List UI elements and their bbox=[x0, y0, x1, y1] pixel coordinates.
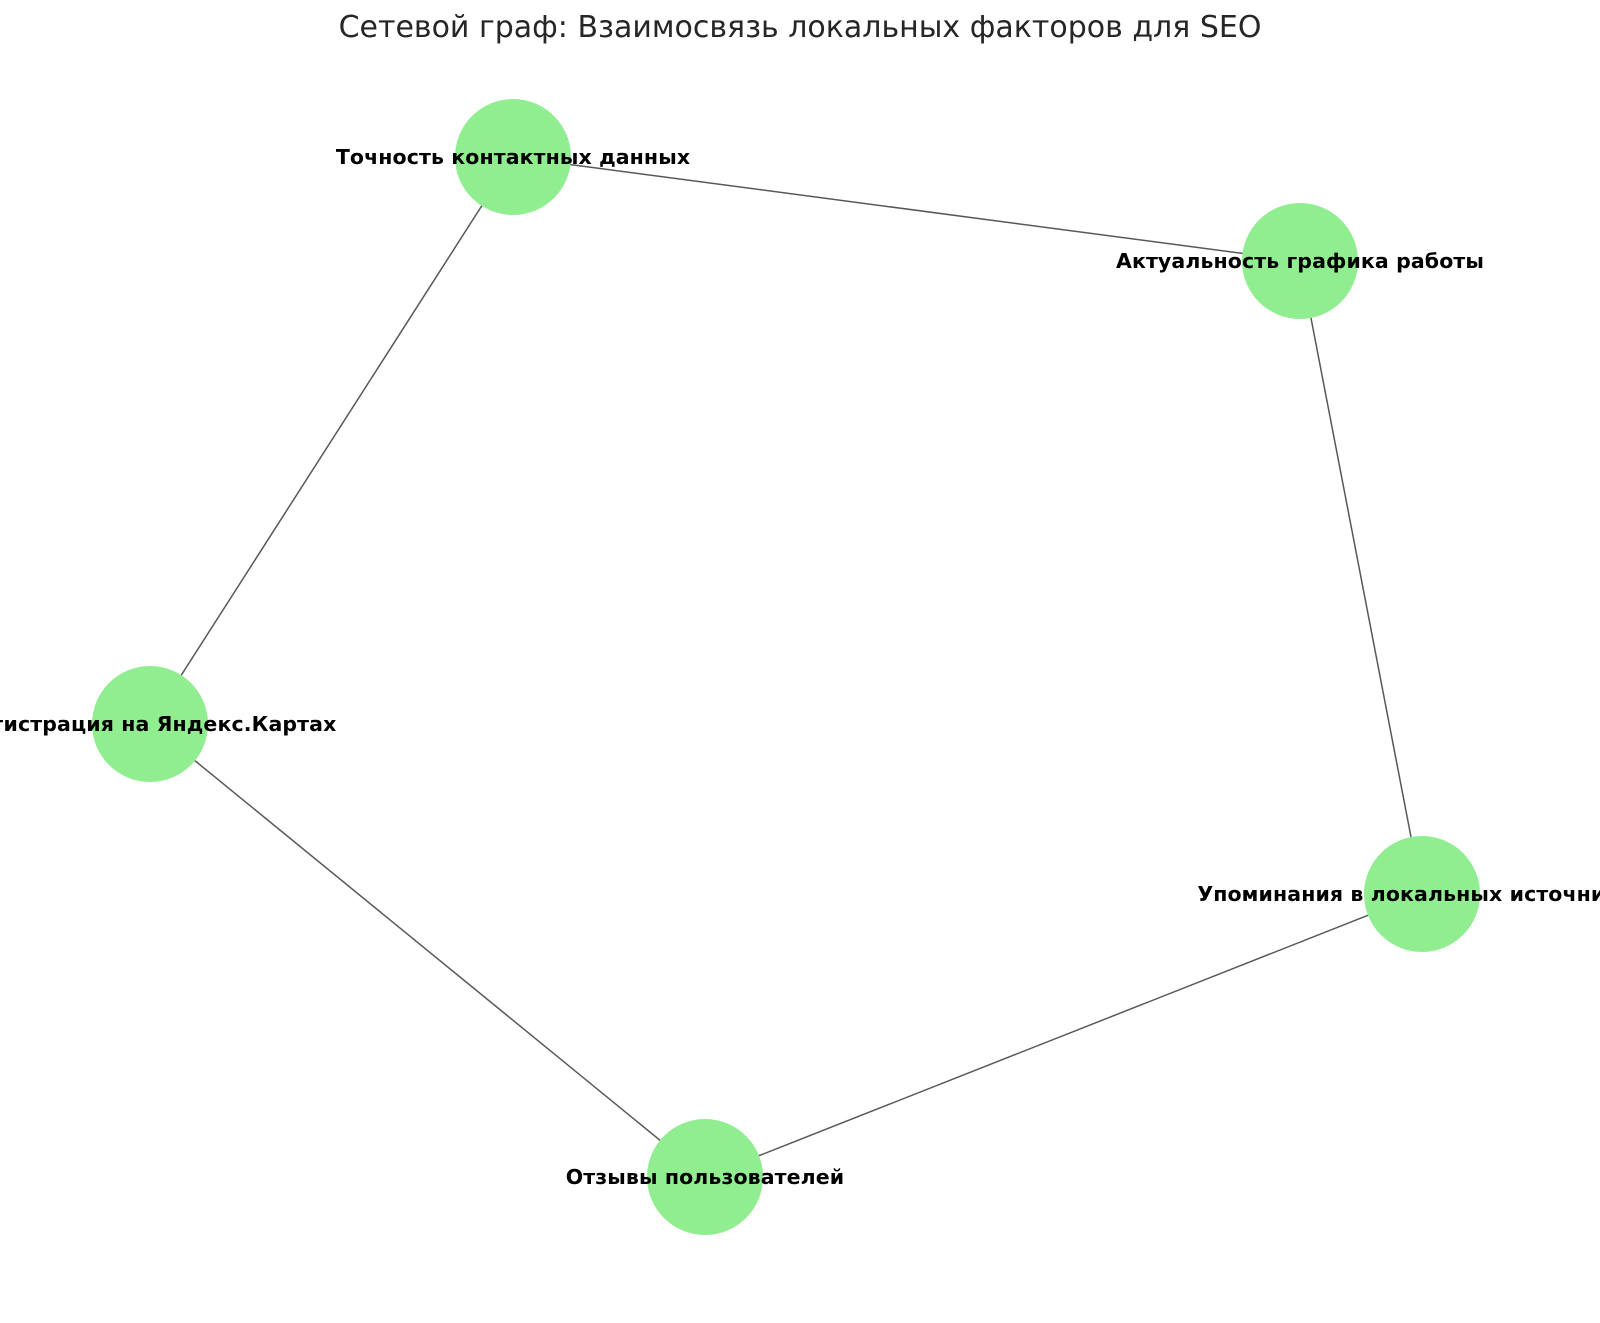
graph-node-contacts[interactable] bbox=[455, 99, 571, 215]
graph-node-label-schedule: Актуальность графика работы bbox=[1115, 249, 1485, 273]
graph-node-label-mentions: Упоминания в локальных источниках bbox=[1197, 882, 1600, 906]
graph-edge bbox=[1299, 260, 1423, 895]
graph-edge bbox=[149, 723, 706, 1178]
graph-node-label-contacts: Точность контактных данных bbox=[335, 145, 691, 169]
graph-node-yandexmaps[interactable] bbox=[92, 666, 208, 782]
graph-edge bbox=[149, 156, 514, 725]
page-title: Сетевой граф: Взаимосвязь локальных факт… bbox=[338, 10, 1262, 45]
graph-node-label-reviews: Отзывы пользователей bbox=[565, 1165, 845, 1189]
graph-node-label-yandexmaps: Регистрация на Яндекс.Картах bbox=[0, 712, 337, 736]
graph-node-reviews[interactable] bbox=[647, 1119, 763, 1235]
graph-node-schedule[interactable] bbox=[1242, 203, 1358, 319]
graph-edge bbox=[704, 893, 1423, 1178]
graph-node-mentions[interactable] bbox=[1364, 836, 1480, 952]
graph-edge bbox=[512, 156, 1301, 262]
